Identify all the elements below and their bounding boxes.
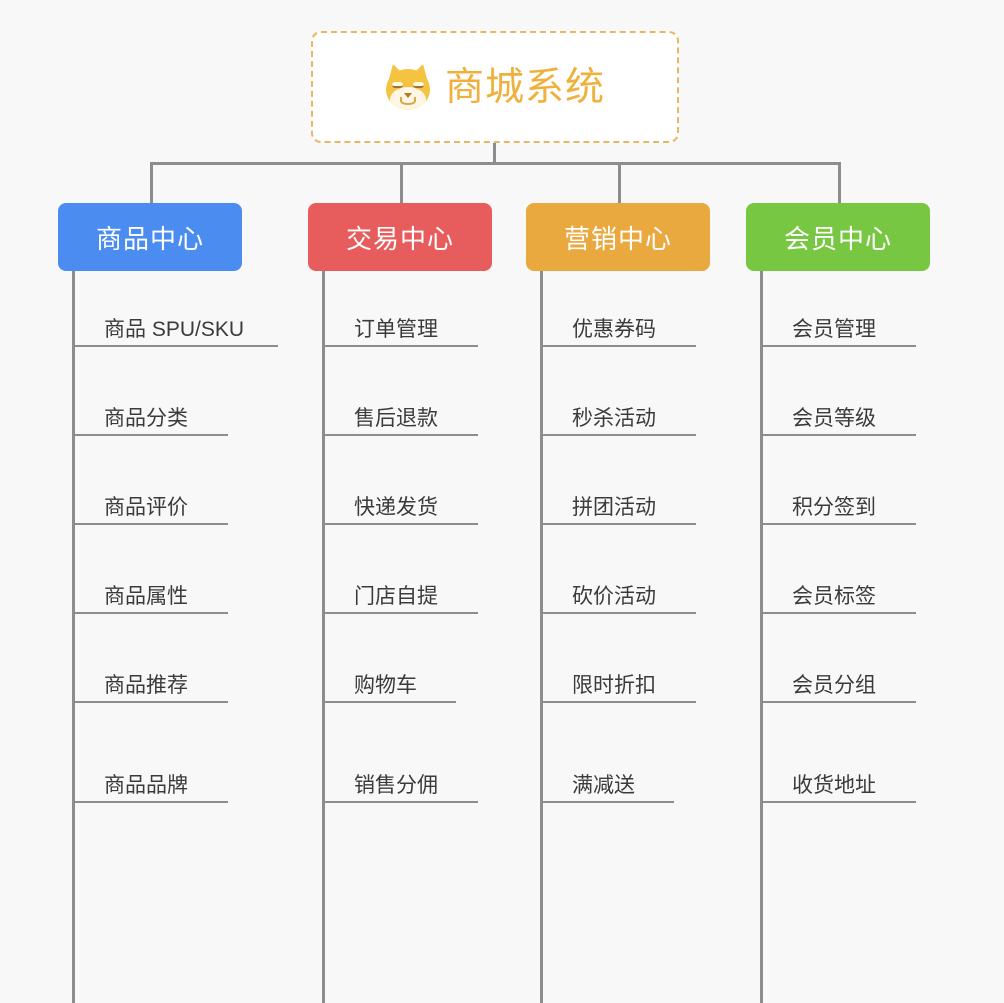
- drop-connector-trade-center: [400, 162, 403, 205]
- shiba-head-icon: [385, 69, 430, 110]
- leaf-label: 售后退款: [354, 406, 438, 430]
- leaf-label: 快递发货: [354, 495, 438, 519]
- category-header-trade-center[interactable]: 交易中心: [308, 203, 492, 271]
- leaf-label: 满减送: [572, 773, 635, 797]
- category-label: 交易中心: [345, 223, 454, 254]
- leaf-item[interactable]: 满减送: [540, 763, 674, 803]
- leaf-item[interactable]: 门店自提: [322, 574, 478, 614]
- leaf-item[interactable]: 快递发货: [322, 485, 478, 525]
- leaf-item[interactable]: 购物车: [322, 663, 456, 703]
- leaf-item[interactable]: 会员标签: [760, 574, 916, 614]
- leaf-label: 商品属性: [104, 584, 188, 608]
- leaf-label: 购物车: [354, 673, 417, 697]
- spine-marketing-center: [540, 271, 543, 1003]
- leaf-item[interactable]: 优惠券码: [540, 307, 696, 347]
- shiba-mouth-icon: [399, 97, 416, 105]
- leaf-item[interactable]: 会员分组: [760, 663, 916, 703]
- root-node[interactable]: 商城系统: [311, 31, 679, 143]
- shiba-nose-icon: [403, 93, 412, 98]
- leaf-item[interactable]: 会员等级: [760, 396, 916, 436]
- root-stem-connector: [493, 143, 496, 165]
- leaf-label: 会员管理: [792, 317, 876, 341]
- leaf-item[interactable]: 砍价活动: [540, 574, 696, 614]
- category-label: 会员中心: [783, 223, 892, 254]
- horizontal-bus-connector: [150, 162, 841, 165]
- leaf-item[interactable]: 商品推荐: [72, 663, 228, 703]
- leaf-label: 会员等级: [792, 406, 876, 430]
- drop-connector-marketing-center: [618, 162, 621, 205]
- root-title: 商城系统: [444, 65, 605, 109]
- shiba-inu-face-icon: [384, 61, 432, 110]
- spine-trade-center: [322, 271, 325, 1003]
- spine-member-center: [760, 271, 763, 1003]
- leaf-label: 积分签到: [792, 495, 876, 519]
- leaf-item[interactable]: 商品评价: [72, 485, 228, 525]
- leaf-item[interactable]: 秒杀活动: [540, 396, 696, 436]
- leaf-label: 砍价活动: [572, 584, 656, 608]
- leaf-label: 优惠券码: [572, 317, 656, 341]
- leaf-label: 拼团活动: [572, 495, 656, 519]
- category-label: 商品中心: [95, 223, 204, 254]
- shiba-eye-right-icon: [412, 82, 424, 88]
- category-header-product-center[interactable]: 商品中心: [58, 203, 242, 271]
- category-header-marketing-center[interactable]: 营销中心: [526, 203, 710, 271]
- drop-connector-member-center: [838, 162, 841, 205]
- leaf-label: 订单管理: [354, 317, 438, 341]
- leaf-item[interactable]: 售后退款: [322, 396, 478, 436]
- leaf-label: 门店自提: [354, 584, 438, 608]
- shiba-eye-left-icon: [391, 82, 403, 88]
- leaf-label: 收货地址: [792, 773, 876, 797]
- leaf-label: 会员分组: [792, 673, 876, 697]
- leaf-item[interactable]: 商品 SPU/SKU: [72, 307, 278, 347]
- category-label: 营销中心: [563, 223, 672, 254]
- drop-connector-product-center: [150, 162, 153, 205]
- leaf-item[interactable]: 会员管理: [760, 307, 916, 347]
- leaf-label: 商品推荐: [104, 673, 188, 697]
- spine-product-center: [72, 271, 75, 1003]
- leaf-item[interactable]: 拼团活动: [540, 485, 696, 525]
- leaf-item[interactable]: 积分签到: [760, 485, 916, 525]
- leaf-label: 秒杀活动: [572, 406, 656, 430]
- leaf-item[interactable]: 商品品牌: [72, 763, 228, 803]
- leaf-item[interactable]: 限时折扣: [540, 663, 696, 703]
- leaf-label: 商品分类: [104, 406, 188, 430]
- leaf-item[interactable]: 商品分类: [72, 396, 228, 436]
- mindmap-diagram: 商城系统 商品中心 商品 SPU/SKU 商品分类 商品评价 商品属性 商品推荐…: [58, 31, 930, 1003]
- leaf-item[interactable]: 订单管理: [322, 307, 478, 347]
- leaf-label: 商品品牌: [104, 773, 188, 797]
- leaf-label: 会员标签: [792, 584, 876, 608]
- leaf-label: 限时折扣: [572, 673, 656, 697]
- leaf-label: 销售分佣: [354, 773, 438, 797]
- leaf-label: 商品 SPU/SKU: [104, 317, 245, 341]
- leaf-item[interactable]: 收货地址: [760, 763, 916, 803]
- leaf-item[interactable]: 销售分佣: [322, 763, 478, 803]
- leaf-label: 商品评价: [104, 495, 188, 519]
- leaf-item[interactable]: 商品属性: [72, 574, 228, 614]
- category-header-member-center[interactable]: 会员中心: [746, 203, 930, 271]
